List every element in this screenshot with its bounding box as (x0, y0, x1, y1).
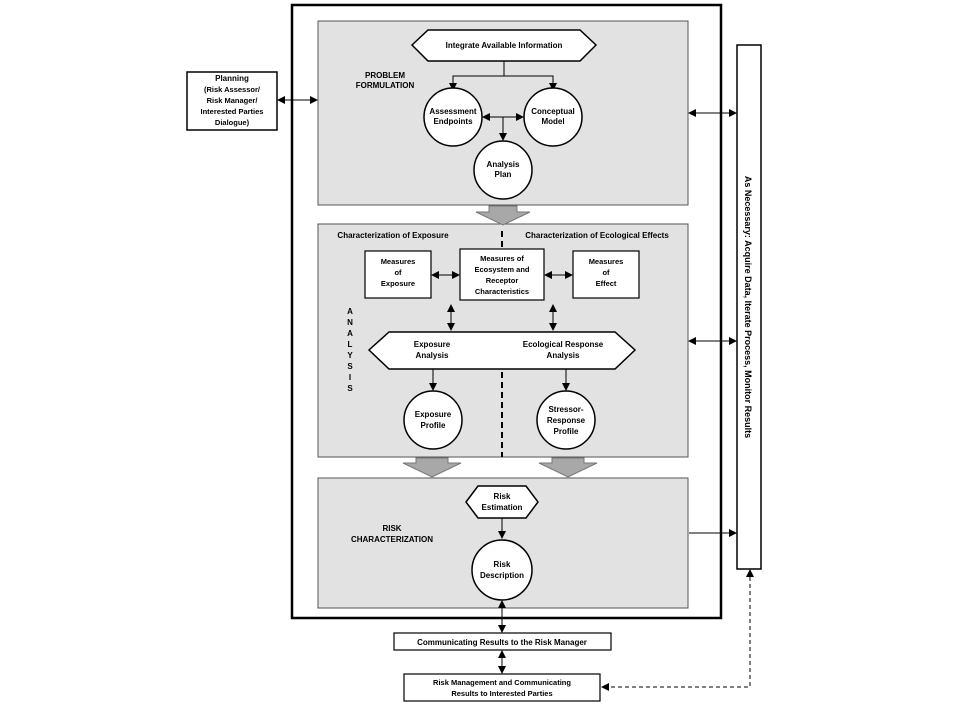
conceptual-label2: Model (541, 117, 564, 126)
planning-line4: Interested Parties (201, 107, 264, 116)
measures-effect-l2: of (602, 268, 610, 277)
measures-exposure-l1: Measures (381, 257, 416, 266)
exposure-profile-l2: Profile (421, 421, 446, 430)
response-analysis-l1: Ecological Response (523, 340, 604, 349)
exposure-to-risk-flow-arrow (402, 457, 462, 478)
measures-exposure-l2: of (394, 268, 402, 277)
risk-label2: CHARACTERIZATION (351, 535, 433, 544)
integrate-info-label: Integrate Available Information (446, 41, 563, 50)
management-feedback-dashed-arrow (601, 569, 754, 691)
risk-description-l1: Risk (494, 560, 511, 569)
analysis-plan-circle (473, 140, 533, 200)
planning-line2: (Risk Assessor/ (204, 85, 261, 94)
response-analysis-l2: Analysis (547, 351, 580, 360)
stressor-profile-l1: Stressor- (548, 405, 583, 414)
measures-exposure-l3: Exposure (381, 279, 415, 288)
stressor-profile-l2: Response (547, 416, 586, 425)
measures-effect-l3: Effect (596, 279, 617, 288)
analysis-vertical-letter: S (347, 384, 353, 393)
risk-description-l2: Description (480, 571, 524, 580)
measures-ecosystem-l3: Receptor (486, 276, 519, 285)
risk-management-box (403, 673, 601, 702)
analysis-vertical-letter: S (347, 362, 353, 371)
exposure-profile-circle (403, 390, 463, 450)
analysis-vertical-letter: A (347, 307, 353, 316)
plan-label1: Analysis (487, 160, 520, 169)
measures-ecosystem-l4: Characteristics (475, 287, 529, 296)
measures-of-exposure-box (364, 250, 432, 299)
analysis-vertical-letter: A (347, 329, 353, 338)
stressor-profile-l3: Profile (554, 427, 579, 436)
as-necessary-bar (736, 44, 762, 570)
outer-frame (290, 3, 723, 620)
measures-effect-l1: Measures (589, 257, 624, 266)
exposure-analysis-l1: Exposure (414, 340, 451, 349)
communicating-results-label: Communicating Results to the Risk Manage… (417, 638, 587, 647)
analysis-vertical-letter: L (348, 340, 353, 349)
risk-management-l1: Risk Management and Communicating (433, 678, 571, 687)
as-necessary-text: As Necessary: Acquire Data, Iterate Proc… (743, 176, 753, 438)
risk-label1: RISK (382, 524, 401, 533)
integrate-to-assessment-arrow (449, 61, 505, 91)
planning-line5: Dialogue) (215, 118, 250, 127)
planning-line1: Planning (215, 74, 249, 83)
stressor-to-risk-flow-arrow (538, 457, 598, 478)
exposure-profile-l1: Exposure (415, 410, 452, 419)
integrate-to-conceptual-arrow (504, 75, 557, 91)
analysis-vertical-letter: N (347, 318, 353, 327)
risk-estimation-hexagon (465, 485, 539, 519)
measures-ecosystem-l2: Ecosystem and (474, 265, 529, 274)
assessment-label1: Assessment (429, 107, 476, 116)
problem-label2: FORMULATION (356, 81, 415, 90)
risk-estimation-l2: Estimation (482, 503, 523, 512)
assessment-label2: Endpoints (433, 117, 473, 126)
problem-label1: PROBLEM (365, 71, 405, 80)
planning-box (186, 71, 278, 131)
stressor-response-profile-circle (536, 390, 596, 450)
measures-ecosystem-l1: Measures of (480, 254, 524, 263)
analysis-hexagon (367, 331, 637, 370)
plan-label2: Plan (495, 170, 512, 179)
risk-description-circle (471, 539, 533, 601)
conceptual-label1: Conceptual (531, 107, 575, 116)
exposure-header: Characterization of Exposure (337, 231, 449, 240)
analysis-vertical-letter: I (349, 373, 351, 382)
effects-header: Characterization of Ecological Effects (525, 231, 669, 240)
measures-of-effect-box (572, 250, 640, 299)
integrate-info-hexagon (410, 29, 598, 62)
risk-management-l2: Results to Interested Parties (451, 689, 552, 698)
planning-line3: Risk Manager/ (207, 96, 259, 105)
exposure-analysis-l2: Analysis (416, 351, 449, 360)
conceptual-model-circle (523, 87, 583, 147)
risk-estimation-l1: Risk (494, 492, 511, 501)
pf-to-analysis-flow-arrow (475, 205, 531, 226)
analysis-vertical-letter: Y (347, 351, 353, 360)
